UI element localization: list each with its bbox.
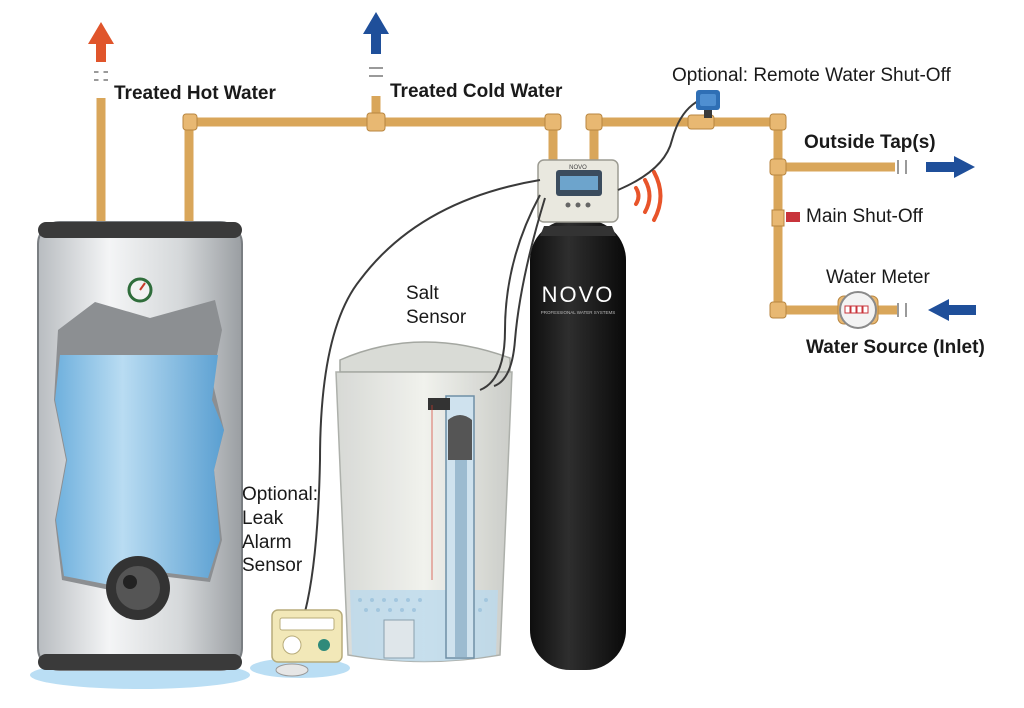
heater-water-cutaway <box>55 355 224 585</box>
pipe-fittings <box>182 112 787 319</box>
softener-media-tank: NOVO PROFESSIONAL WATER SYSTEMS <box>530 220 626 670</box>
main-shutoff-valve-icon <box>771 209 800 227</box>
inlet-arrow-left-icon <box>928 299 976 321</box>
hot-water-arrow-up-icon <box>88 22 114 62</box>
leak-alarm-sensor <box>250 609 350 678</box>
outside-taps-label: Outside Tap(s) <box>804 132 936 153</box>
remote-shutoff-label: Optional: Remote Water Shut-Off <box>672 65 951 86</box>
salt-sensor-unit <box>428 398 450 410</box>
sensor-wires <box>304 99 701 613</box>
main-shutoff-label: Main Shut-Off <box>806 206 923 227</box>
control-valve: NOVO <box>537 159 619 223</box>
cold-water-arrow-up-icon <box>363 12 389 54</box>
remote-shutoff-valve <box>696 90 720 118</box>
water-heater <box>30 221 250 689</box>
main-line-pipe <box>589 117 838 315</box>
outside-tap-arrow-right-icon <box>926 156 975 178</box>
tank-logo: NOVO <box>542 282 615 307</box>
treated-cold-water-label: Treated Cold Water <box>390 81 563 102</box>
tank-tagline: PROFESSIONAL WATER SYSTEMS <box>541 310 616 315</box>
wifi-signal-icon <box>634 170 663 222</box>
leak-alarm-label: Optional: Leak Alarm Sensor <box>242 484 319 577</box>
salt-sensor-label: Salt Sensor <box>406 283 467 328</box>
water-source-label: Water Source (Inlet) <box>806 337 985 358</box>
cold-water-pipe <box>184 117 558 225</box>
brine-tank <box>335 341 513 663</box>
treated-hot-water-label: Treated Hot Water <box>114 83 276 104</box>
water-meter-label: Water Meter <box>826 267 930 288</box>
valve-logo: NOVO <box>569 165 587 171</box>
water-meter <box>837 291 879 329</box>
